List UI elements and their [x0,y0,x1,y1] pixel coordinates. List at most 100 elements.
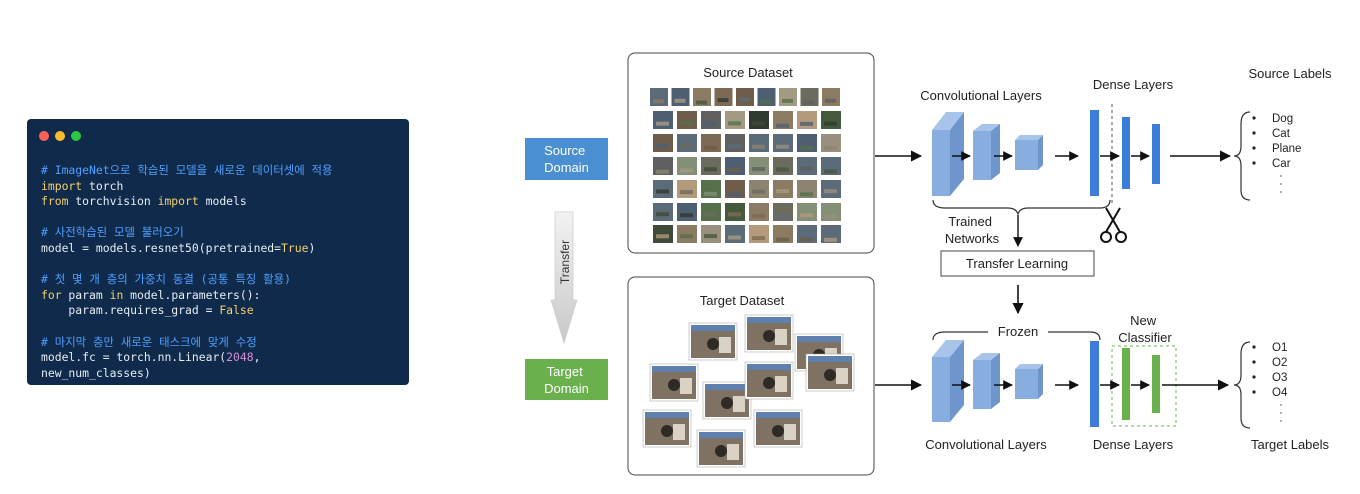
source-dataset-panel: Source Dataset [627,52,875,254]
ellipsis-dot [1280,183,1282,185]
code-token: torchvision [68,194,158,209]
conv-block-bottom [932,340,1043,422]
source-thumbnail [653,180,673,198]
source-thumbnail-detail [825,98,836,103]
target-thumbnail-object [733,396,745,412]
target-thumbnail-figure [721,397,733,409]
code-token: param.requires_grad = [41,303,220,318]
new-classifier-label: New Classifier [1118,313,1172,345]
source-thumbnail-detail [704,167,717,172]
trained-networks-brace [932,199,1111,216]
source-thumbnail [725,203,745,221]
source-thumbnail [653,225,673,243]
close-dot[interactable] [39,131,49,141]
source-thumbnail-detail [656,189,669,194]
new-classifier-line2: Classifier [1118,330,1172,345]
source-image-grid [650,88,841,243]
bullet-dot [1252,116,1256,120]
code-token: model.parameters(): [123,287,261,302]
code-line: import torch [41,179,401,195]
target-thumbnail-object [719,337,731,353]
target-labels-brace [1233,341,1251,429]
code-line: # 마지막 층만 새로운 태스크에 맞게 수정 [41,335,401,351]
bullet-dot [1252,390,1256,394]
source-domain-line2: Domain [544,160,589,175]
source-thumbnail-detail [752,167,765,172]
transfer-label: Transfer [558,240,572,284]
code-token: , [253,350,261,365]
maximize-dot[interactable] [71,131,81,141]
code-line: param.requires_grad = False [41,303,401,319]
code-token: False [219,303,254,318]
source-thumbnail [821,180,841,198]
scissors-icon [1100,207,1127,243]
trained-networks-line2: Networks [945,231,1000,246]
source-thumbnail-detail [728,144,741,149]
dense-block-bottom [1090,341,1177,427]
code-token: for [41,287,62,302]
code-token: True [281,240,309,255]
source-thumbnail-detail [776,144,789,149]
target-thumbnail-band [747,364,791,370]
source-thumbnail [650,88,668,106]
source-thumbnail-detail [680,121,693,126]
target-thumbnail-band [756,412,800,418]
dense-layers-bottom-label: Dense Layers [1093,437,1174,452]
target-thumbnail-band [691,325,735,331]
bullet-dot [1252,131,1256,135]
source-thumbnail-detail [680,143,693,148]
trained-networks-line1: Trained [948,214,992,229]
source-thumbnail [714,88,733,106]
label-item: Car [1272,158,1291,170]
source-thumbnail [779,88,797,106]
target-thumbnail-band [797,336,841,342]
source-thumbnail-detail [776,237,789,242]
source-thumbnail-detail [800,213,813,218]
source-thumbnail-detail [696,100,707,105]
new-classifier-line1: New [1130,313,1157,328]
label-item: Plane [1272,143,1301,155]
source-thumbnail-detail [656,143,669,148]
bullet-dot [1252,345,1256,349]
source-thumbnail [773,157,793,175]
ellipsis-dot [1280,420,1282,422]
svg-text:Target Domain: Target Domain [544,364,589,396]
source-thumbnail-detail [704,121,717,126]
dense-block-top [1090,104,1160,204]
source-thumbnail [701,157,721,175]
source-thumbnail-detail [824,214,837,219]
source-thumbnail-detail [728,235,741,240]
conv-block-top [932,112,1043,196]
svg-text:Source Domain: Source Domain [544,143,589,175]
source-thumbnail-detail [752,236,765,241]
bullet-dot [1252,360,1256,364]
ellipsis-dot [1280,404,1282,406]
code-line: model.fc = torch.nn.Linear(2048, [41,350,401,366]
label-item: O2 [1272,357,1287,369]
code-token: import [41,178,83,193]
target-domain-line2: Domain [544,381,589,396]
label-item: Cat [1272,128,1291,140]
target-thumbnail-band [747,317,791,323]
minimize-dot[interactable] [55,131,65,141]
source-thumbnail-detail [776,215,789,220]
target-thumbnail-band [705,384,749,390]
target-thumbnail-figure [707,338,719,350]
source-thumbnail-detail [728,167,741,172]
label-item: Dog [1272,113,1293,125]
source-thumbnail-detail [680,234,693,239]
source-thumbnail-detail [800,166,813,171]
target-domain-box: Target Domain [525,359,608,400]
target-thumbnail-object [836,368,848,384]
code-token: # 마지막 층만 새로운 태스크에 맞게 수정 [41,334,257,349]
source-thumbnail-detail [704,145,717,150]
target-thumbnail-object [775,376,787,392]
source-thumbnail-detail [824,169,837,174]
source-thumbnail-detail [824,189,837,194]
source-thumbnail-detail [717,98,729,103]
source-thumbnail-detail [752,189,765,194]
source-thumbnail [725,225,745,243]
